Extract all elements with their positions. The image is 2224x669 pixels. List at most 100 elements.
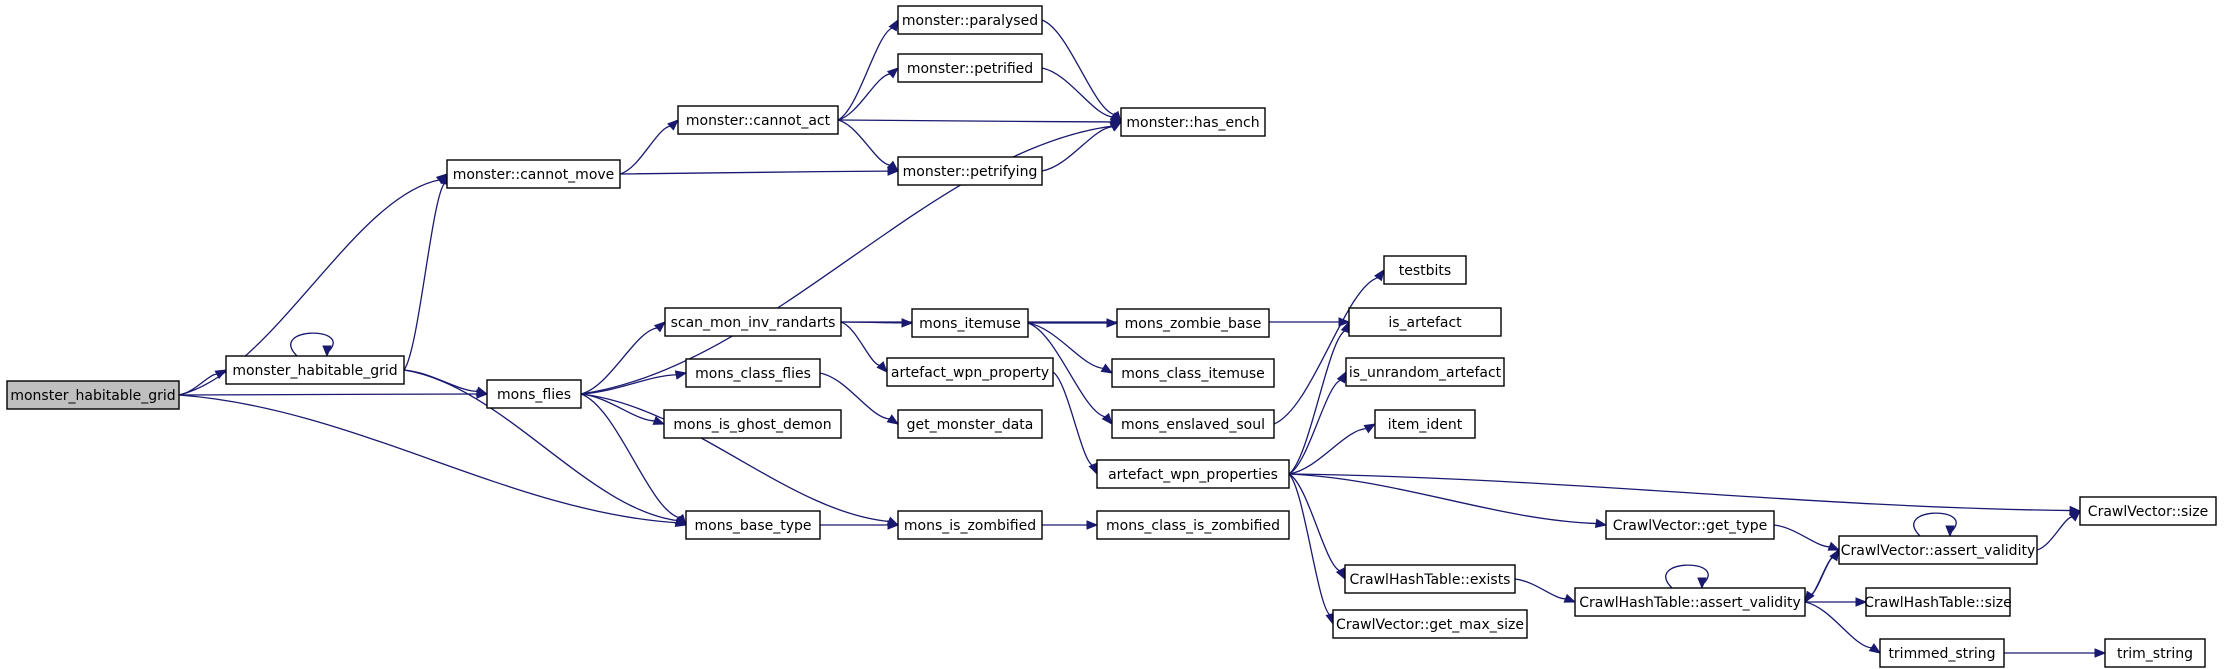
edge-line bbox=[178, 393, 479, 396]
edge-line bbox=[580, 327, 659, 395]
node-monster-habitable-grid-2[interactable]: monster_habitable_grid bbox=[225, 355, 405, 385]
node-box[interactable] bbox=[1111, 358, 1275, 388]
node-label: mons_is_ghost_demon bbox=[673, 417, 831, 433]
node-cv-size[interactable]: CrawlVector::size bbox=[2079, 496, 2217, 526]
edge-line bbox=[1288, 329, 1347, 475]
node-box[interactable] bbox=[1348, 307, 1502, 337]
node-box[interactable] bbox=[1383, 255, 1467, 285]
node-mons-flies[interactable]: mons_flies bbox=[486, 379, 582, 409]
edge-trimmed_string-to-trim_string bbox=[2004, 648, 2107, 658]
node-cannot-act[interactable]: monster::cannot_act bbox=[677, 105, 839, 135]
node-box[interactable] bbox=[1574, 587, 1806, 617]
node-box[interactable] bbox=[1345, 357, 1505, 387]
node-box[interactable] bbox=[2104, 638, 2206, 668]
edge-line bbox=[290, 332, 334, 357]
node-mons-base-type[interactable]: mons_base_type bbox=[685, 510, 821, 540]
node-box[interactable] bbox=[6, 380, 180, 410]
node-label: CrawlVector::get_max_size bbox=[1336, 617, 1524, 633]
node-box[interactable] bbox=[1111, 409, 1275, 439]
node-box[interactable] bbox=[1374, 409, 1476, 439]
node-box[interactable] bbox=[1838, 535, 2038, 565]
node-mons-itemuse[interactable]: mons_itemuse bbox=[911, 308, 1029, 338]
node-cht-exists[interactable]: CrawlHashTable::exists bbox=[1344, 564, 1516, 594]
edge-artefact_wpn_property-to-artefact_wpn_properties bbox=[1052, 371, 1098, 476]
edge-scan_mon_inv_randarts-to-mons_itemuse bbox=[840, 318, 914, 328]
node-artefact-wpn-properties[interactable]: artefact_wpn_properties bbox=[1096, 459, 1290, 489]
node-trim-string[interactable]: trim_string bbox=[2104, 638, 2206, 668]
node-box[interactable] bbox=[1865, 587, 2011, 617]
node-box[interactable] bbox=[897, 53, 1043, 83]
edge-scan_mon_inv_randarts-to-artefact_wpn_property bbox=[840, 321, 888, 373]
edge-line bbox=[619, 170, 890, 175]
arrowhead bbox=[674, 370, 688, 380]
edge-line bbox=[1288, 473, 1331, 616]
node-testbits[interactable]: testbits bbox=[1383, 255, 1467, 285]
edge-line bbox=[1288, 473, 1342, 572]
node-cv-get-max-size[interactable]: CrawlVector::get_max_size bbox=[1332, 609, 1528, 639]
node-cv-get-type[interactable]: CrawlVector::get_type bbox=[1605, 510, 1775, 540]
node-box[interactable] bbox=[897, 5, 1043, 35]
node-cht-size[interactable]: CrawlHashTable::size bbox=[1864, 587, 2012, 617]
node-box[interactable] bbox=[1096, 459, 1290, 489]
node-artefact-wpn-property[interactable]: artefact_wpn_property bbox=[886, 357, 1054, 387]
node-cv-assert-validity[interactable]: CrawlVector::assert_validity bbox=[1838, 535, 2038, 565]
node-mons-is-ghost-demon[interactable]: mons_is_ghost_demon bbox=[663, 409, 842, 439]
node-box[interactable] bbox=[1344, 564, 1516, 594]
node-mons-class-is-zombified[interactable]: mons_class_is_zombified bbox=[1096, 510, 1290, 540]
arrowhead bbox=[1106, 318, 1119, 328]
node-get-monster-data[interactable]: get_monster_data bbox=[897, 409, 1043, 439]
node-mons-class-itemuse[interactable]: mons_class_itemuse bbox=[1111, 358, 1275, 388]
node-is-unrandom-artefact[interactable]: is_unrandom_artefact bbox=[1345, 357, 1505, 387]
node-box[interactable] bbox=[677, 105, 839, 135]
arrowhead bbox=[652, 415, 666, 425]
node-box[interactable] bbox=[1116, 308, 1270, 338]
edge-line bbox=[580, 125, 1114, 395]
node-label: trim_string bbox=[2117, 646, 2193, 662]
node-box[interactable] bbox=[886, 357, 1054, 387]
edge-mons_flies-to-mons_is_ghost_demon bbox=[580, 393, 666, 425]
node-petrified[interactable]: monster::petrified bbox=[897, 53, 1043, 83]
edge-artefact_wpn_properties-to-cht_exists bbox=[1288, 473, 1346, 581]
edge-line bbox=[1804, 601, 1873, 649]
node-label: mons_itemuse bbox=[919, 316, 1021, 332]
edge-mons_flies-to-mons_class_flies bbox=[580, 370, 688, 395]
edge-mons_itemuse-to-mons_enslaved_soul bbox=[1027, 322, 1113, 426]
node-has-ench[interactable]: monster::has_ench bbox=[1120, 107, 1266, 137]
node-box[interactable] bbox=[911, 308, 1029, 338]
node-box[interactable] bbox=[1332, 609, 1528, 639]
node-box[interactable] bbox=[1120, 107, 1266, 137]
node-box[interactable] bbox=[1605, 510, 1775, 540]
node-box[interactable] bbox=[446, 159, 621, 189]
node-item-ident[interactable]: item_ident bbox=[1374, 409, 1476, 439]
node-box[interactable] bbox=[897, 409, 1043, 439]
node-box[interactable] bbox=[486, 379, 582, 409]
node-label: mons_zombie_base bbox=[1125, 316, 1262, 332]
node-cannot-move[interactable]: monster::cannot_move bbox=[446, 159, 621, 189]
node-box[interactable] bbox=[897, 156, 1043, 186]
node-scan-mon-inv-randarts[interactable]: scan_mon_inv_randarts bbox=[664, 307, 842, 337]
node-trimmed-string[interactable]: trimmed_string bbox=[1879, 638, 2005, 668]
edge-mons_flies-to-scan_mon_inv_randarts bbox=[580, 321, 667, 395]
node-box[interactable] bbox=[685, 510, 821, 540]
node-box[interactable] bbox=[664, 307, 842, 337]
node-petrifying[interactable]: monster::petrifying bbox=[897, 156, 1043, 186]
node-box[interactable] bbox=[685, 358, 821, 388]
node-box[interactable] bbox=[2079, 496, 2217, 526]
edge-cht_assert_validity-to-trimmed_string bbox=[1804, 601, 1882, 654]
node-is-artefact[interactable]: is_artefact bbox=[1348, 307, 1502, 337]
edge-line bbox=[1288, 379, 1342, 475]
node-box[interactable] bbox=[225, 355, 405, 385]
edge-line bbox=[1288, 427, 1368, 475]
node-monster-habitable-grid[interactable]: monster_habitable_grid bbox=[6, 380, 180, 410]
node-mons-class-flies[interactable]: mons_class_flies bbox=[685, 358, 821, 388]
edge-mons_itemuse-to-mons_zombie_base bbox=[1028, 318, 1119, 328]
node-cht-assert-validity[interactable]: CrawlHashTable::assert_validity bbox=[1574, 587, 1806, 617]
node-box[interactable] bbox=[1096, 510, 1290, 540]
node-mons-is-zombified[interactable]: mons_is_zombified bbox=[897, 510, 1043, 540]
node-paralysed[interactable]: monster::paralysed bbox=[897, 5, 1043, 35]
node-box[interactable] bbox=[663, 409, 842, 439]
node-box[interactable] bbox=[1879, 638, 2005, 668]
node-box[interactable] bbox=[897, 510, 1043, 540]
node-mons-zombie-base[interactable]: mons_zombie_base bbox=[1116, 308, 1270, 338]
node-mons-enslaved-soul[interactable]: mons_enslaved_soul bbox=[1111, 409, 1275, 439]
